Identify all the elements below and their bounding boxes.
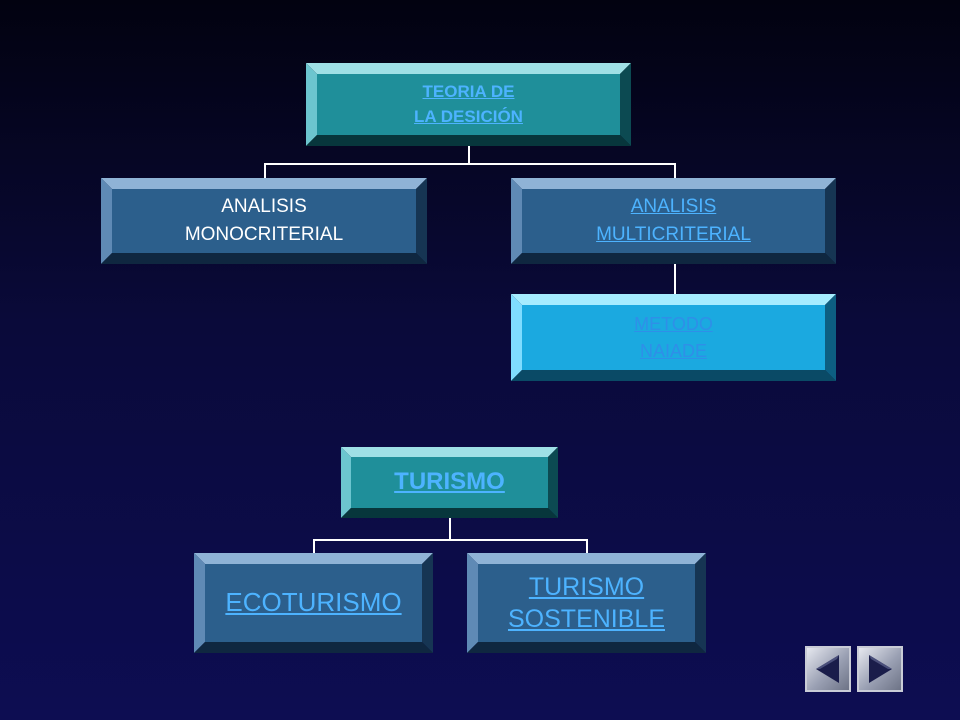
- bevel-frame: [306, 63, 631, 146]
- node-turismo-sostenible[interactable]: TURISMO SOSTENIBLE: [467, 553, 706, 653]
- node-label[interactable]: TURISMO SOSTENIBLE: [508, 572, 665, 634]
- node-ecoturismo[interactable]: ECOTURISMO: [194, 553, 433, 653]
- triangle-left-icon: [816, 655, 839, 683]
- bevel-frame: [467, 553, 706, 653]
- node-label[interactable]: TURISMO: [394, 468, 505, 496]
- node-label[interactable]: ECOTURISMO: [225, 587, 402, 618]
- next-slide-button[interactable]: [857, 646, 903, 692]
- node-analisis-multicriterial[interactable]: ANALISIS MULTICRITERIAL: [511, 178, 836, 264]
- connector-multicriterial-to-naiade: [674, 263, 676, 294]
- triangle-right-icon: [869, 655, 892, 683]
- connector-left-drop-2: [313, 539, 315, 553]
- bevel-frame: [511, 294, 836, 381]
- node-label[interactable]: METODO NAIADE: [634, 314, 713, 361]
- connector-right-drop: [674, 163, 676, 178]
- connector-horizontal: [264, 163, 676, 165]
- node-analisis-monocriterial: ANALISIS MONOCRITERIAL: [101, 178, 427, 264]
- node-teoria-decision[interactable]: TEORIA DE LA DESICIÓN: [306, 63, 631, 146]
- bevel-frame: [101, 178, 427, 264]
- connector-horizontal-2: [313, 539, 588, 541]
- node-label[interactable]: TEORIA DE LA DESICIÓN: [414, 81, 523, 126]
- bevel-frame: [511, 178, 836, 264]
- node-turismo[interactable]: TURISMO: [341, 447, 558, 518]
- connector-left-drop: [264, 163, 266, 178]
- bevel-frame: [341, 447, 558, 518]
- node-label: ANALISIS MONOCRITERIAL: [184, 196, 344, 245]
- connector-root-stem: [468, 146, 470, 164]
- previous-slide-button[interactable]: [805, 646, 851, 692]
- bevel-frame: [194, 553, 433, 653]
- node-label[interactable]: ANALISIS MULTICRITERIAL: [596, 196, 751, 245]
- connector-turismo-stem: [449, 518, 451, 540]
- connector-right-drop-2: [586, 539, 588, 553]
- node-metodo-naiade[interactable]: METODO NAIADE: [511, 294, 836, 381]
